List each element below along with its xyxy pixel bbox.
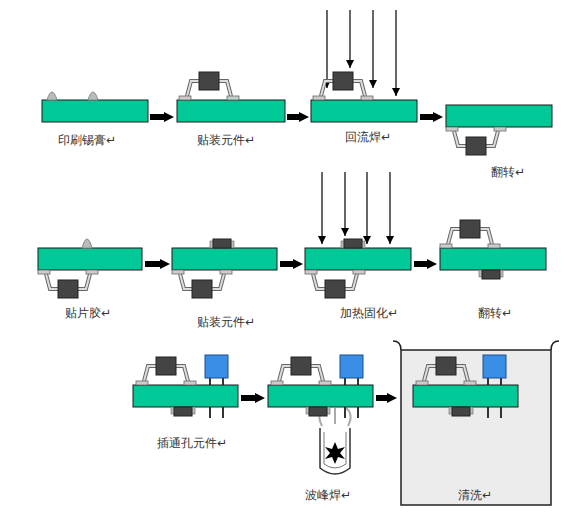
solder-paste	[88, 92, 98, 100]
pcb-board	[133, 385, 238, 407]
adhesive-dot	[82, 239, 92, 248]
flow-arrow	[150, 114, 164, 120]
pcb-board	[413, 385, 518, 407]
flow-arrow	[376, 395, 387, 401]
flow-arrow	[287, 114, 299, 120]
pcb-board	[172, 248, 277, 270]
pcb-board	[440, 248, 546, 270]
tank-rim	[393, 341, 401, 350]
smd-component	[38, 270, 98, 298]
step-caption: 翻转↵	[491, 165, 525, 179]
process-step: 加热固化↵	[303, 230, 414, 325]
pcb-board	[311, 100, 417, 122]
process-step: 贴装元件↵	[174, 84, 287, 150]
step-caption: 贴片胶↵	[65, 306, 111, 320]
through-hole-board	[133, 355, 238, 418]
step-caption: 翻转↵	[478, 306, 512, 320]
smd-component	[440, 220, 500, 248]
tank-body	[401, 350, 551, 505]
flow-arrow	[145, 261, 160, 267]
process-step: 翻转↵	[443, 92, 555, 182]
step-caption: 插通孔元件↵	[157, 436, 227, 450]
chip-component	[306, 407, 330, 416]
pcb-board	[268, 385, 373, 407]
heat-arrow	[366, 172, 367, 244]
flow-arrow	[420, 114, 433, 120]
flow-arrow	[280, 261, 293, 267]
heater-burst	[325, 442, 345, 464]
pcb-board	[177, 100, 285, 122]
pcb-board	[42, 100, 148, 122]
process-step: 贴装元件↵	[170, 230, 280, 332]
step-caption: 贴装元件↵	[197, 133, 255, 147]
chip-component	[171, 407, 195, 416]
smd-component	[271, 357, 331, 385]
process-step: 波峰焊↵	[265, 345, 376, 508]
pcb-board	[446, 105, 552, 127]
heat-arrows	[322, 172, 390, 244]
step-caption: 贴装元件↵	[197, 315, 255, 329]
solder-paste	[47, 92, 57, 100]
smd-component	[172, 270, 232, 298]
chip-component	[479, 270, 503, 279]
step-caption: 波峰焊↵	[305, 488, 351, 502]
heat-arrow	[349, 10, 350, 68]
chip-component	[341, 239, 365, 248]
through-hole-component	[205, 355, 228, 378]
chip-component	[210, 239, 234, 248]
step-caption: 清洗↵	[458, 488, 492, 502]
process-step: 回流焊↵	[309, 84, 420, 150]
wave-solder-board	[268, 355, 373, 474]
process-step: 印刷锡膏↵	[40, 84, 150, 150]
heat-arrow	[326, 10, 327, 88]
pcb-board	[305, 248, 411, 270]
process-step: 翻转↵	[437, 222, 549, 325]
smd-component	[179, 72, 239, 100]
smd-component	[446, 127, 506, 155]
wave-nozzle	[320, 428, 350, 474]
smd-component	[305, 270, 365, 298]
heat-arrow	[344, 172, 345, 236]
step-caption: 印刷锡膏↵	[58, 133, 116, 147]
step-caption: 回流焊↵	[345, 130, 391, 144]
wave-nozzle	[324, 432, 346, 468]
step-caption: 加热固化↵	[340, 306, 398, 320]
process-step: 插通孔元件↵	[130, 345, 241, 455]
chip-component	[449, 407, 473, 416]
smd-component	[136, 357, 196, 385]
process-step: 清洗↵	[397, 340, 553, 508]
flow-arrow	[414, 261, 427, 267]
heat-arrow	[389, 172, 390, 244]
heat-arrow	[395, 10, 396, 96]
pcb-board	[38, 248, 142, 270]
through-hole-component	[483, 355, 506, 378]
smd-component	[313, 72, 373, 100]
tank-rim	[551, 341, 559, 350]
through-hole-component	[340, 355, 363, 378]
flow-arrow	[241, 395, 255, 401]
cleaning-tank	[393, 341, 559, 505]
heat-arrow	[321, 172, 322, 244]
process-step: 贴片胶↵	[35, 230, 145, 325]
smd-component	[416, 357, 476, 385]
heat-arrow	[372, 10, 373, 88]
